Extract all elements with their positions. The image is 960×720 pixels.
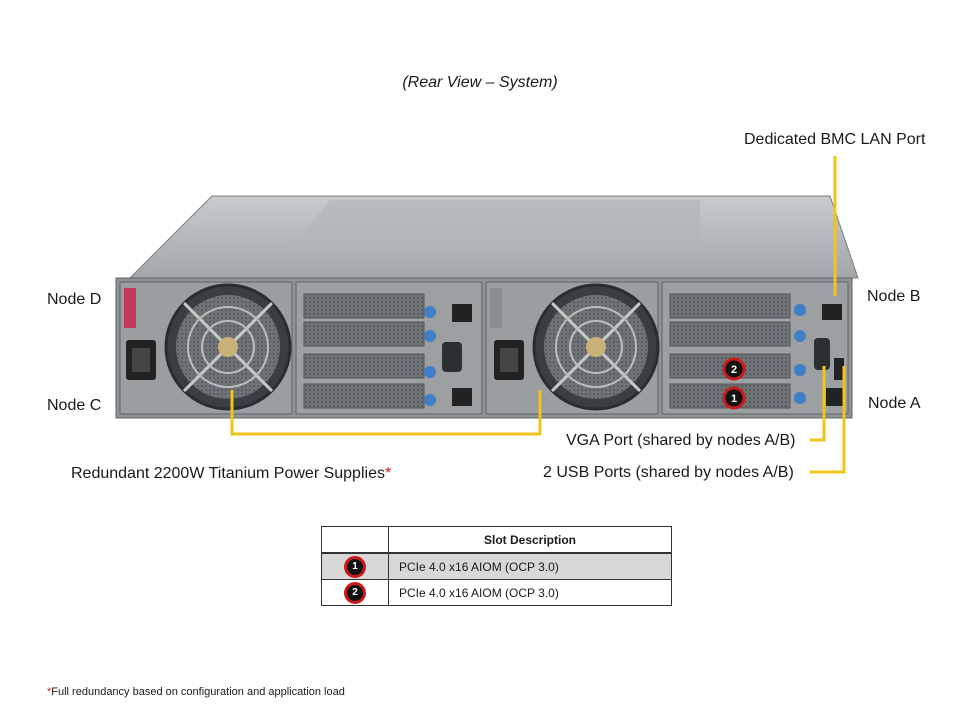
slot-marker-2: 2: [722, 357, 746, 381]
slot-marker-1: 1: [722, 386, 746, 410]
slot-description-table: Slot Description 1 PCIe 4.0 x16 AIOM (OC…: [321, 526, 672, 606]
label-node-c: Node C: [47, 397, 102, 414]
table-cell-desc: PCIe 4.0 x16 AIOM (OCP 3.0): [388, 552, 672, 580]
table-row: 2 PCIe 4.0 x16 AIOM (OCP 3.0): [321, 579, 672, 606]
table-header-row: Slot Description: [321, 526, 672, 554]
table-header-blank: [321, 526, 389, 554]
callout-vga-line: [810, 366, 826, 442]
table-row: 1 PCIe 4.0 x16 AIOM (OCP 3.0): [321, 552, 672, 580]
svg-text:1: 1: [731, 393, 737, 405]
label-vga-port: VGA Port (shared by nodes A/B): [566, 432, 796, 449]
node-left-bay: [295, 281, 483, 415]
label-bmc-lan-port: Dedicated BMC LAN Port: [744, 131, 926, 148]
label-node-b: Node B: [867, 288, 921, 305]
callout-lines: [230, 156, 846, 474]
label-node-d: Node D: [47, 291, 102, 308]
label-usb-ports: 2 USB Ports (shared by nodes A/B): [543, 464, 794, 481]
slot-badge-1: 1: [344, 555, 366, 578]
figure-caption: (Rear View – System): [402, 74, 558, 91]
server-rear-diagram: 2 1: [115, 156, 859, 474]
chassis-top-panel: [290, 200, 700, 250]
footnote: *Full redundancy based on configuration …: [47, 686, 345, 698]
table-header-slot-description: Slot Description: [388, 526, 672, 554]
callout-usb-line: [810, 366, 846, 474]
psu-left: [119, 281, 293, 415]
label-power-supplies: Redundant 2200W Titanium Power Supplies*: [71, 465, 392, 482]
psu-right: [485, 281, 660, 415]
node-right-bay: [661, 281, 849, 415]
callout-psu-line: [230, 390, 542, 436]
label-node-a: Node A: [868, 395, 921, 412]
table-cell-desc: PCIe 4.0 x16 AIOM (OCP 3.0): [388, 579, 672, 606]
svg-text:2: 2: [731, 364, 737, 376]
slot-badge-2: 2: [344, 581, 366, 604]
